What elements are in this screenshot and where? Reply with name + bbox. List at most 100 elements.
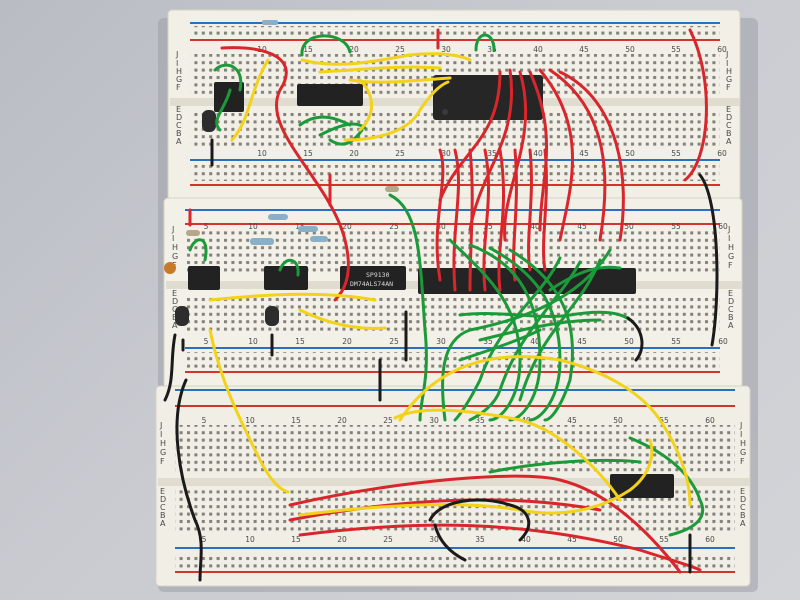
breadboard-labels: JIHGFEDCBAJIHGFEDCBA10101515202025253030… <box>159 45 746 544</box>
row-letter-right: D <box>740 495 746 504</box>
chip-top-large <box>433 75 543 120</box>
row-letter-left: E <box>160 487 165 496</box>
ceramic-capacitor <box>164 262 176 274</box>
column-number: 10 <box>248 222 258 231</box>
column-number: 25 <box>395 149 405 158</box>
row-letter-right: F <box>728 261 733 270</box>
row-letter-right: D <box>726 113 732 122</box>
column-number: 45 <box>579 149 589 158</box>
column-number: 40 <box>533 149 543 158</box>
column-number: 15 <box>303 45 313 54</box>
column-number: 45 <box>579 45 589 54</box>
row-letter-right: A <box>728 321 734 330</box>
column-number: 40 <box>533 45 543 54</box>
row-letter-left: G <box>160 448 166 457</box>
row-letter-left: J <box>159 421 162 430</box>
chip-mid-left-b <box>264 266 308 290</box>
row-letter-right: A <box>740 519 746 528</box>
row-letter-left: F <box>176 83 181 92</box>
column-number: 20 <box>342 222 352 231</box>
column-number: 45 <box>577 222 587 231</box>
column-number: 35 <box>483 222 493 231</box>
column-number: 25 <box>395 45 405 54</box>
column-number: 25 <box>389 337 399 346</box>
row-letter-left: F <box>160 457 165 466</box>
row-letter-right: F <box>726 83 731 92</box>
column-number: 20 <box>337 416 347 425</box>
row-letter-right: C <box>726 121 732 130</box>
row-letter-left: D <box>160 495 166 504</box>
column-number: 55 <box>671 149 681 158</box>
column-number: 55 <box>671 45 681 54</box>
row-letter-left: E <box>172 289 177 298</box>
column-number: 40 <box>530 337 540 346</box>
wires-yellow <box>208 52 692 517</box>
column-number: 15 <box>295 337 305 346</box>
resistors <box>186 20 399 245</box>
column-number: 15 <box>291 416 301 425</box>
column-number: 50 <box>624 337 634 346</box>
row-letter-right: E <box>740 487 745 496</box>
column-number: 60 <box>705 535 715 544</box>
row-letter-left: D <box>172 297 178 306</box>
row-letter-left: E <box>176 105 181 114</box>
electrolytic-capacitor <box>202 110 216 132</box>
column-number: 55 <box>659 416 669 425</box>
row-letter-left: C <box>172 305 178 314</box>
column-number: 40 <box>521 535 531 544</box>
chip-marking-line1: SP9130 <box>366 271 390 279</box>
column-number: 45 <box>567 416 577 425</box>
row-letter-right: H <box>726 67 732 76</box>
row-letter-right: C <box>728 305 734 314</box>
column-number: 30 <box>441 149 451 158</box>
row-letter-left: I <box>160 430 162 439</box>
row-letter-right: J <box>725 50 728 59</box>
column-number: 50 <box>613 535 623 544</box>
row-letter-right: E <box>728 289 733 298</box>
row-letter-right: B <box>740 511 746 520</box>
row-letter-right: H <box>740 439 746 448</box>
row-letter-left: H <box>176 67 182 76</box>
chip-mid-left-a <box>188 266 220 290</box>
row-letter-left: D <box>176 113 182 122</box>
column-number: 5 <box>202 535 207 544</box>
row-letter-right: E <box>726 105 731 114</box>
column-number: 50 <box>625 45 635 54</box>
column-number: 15 <box>291 535 301 544</box>
wires-black <box>163 138 719 582</box>
column-number: 5 <box>204 222 209 231</box>
column-number: 30 <box>441 45 451 54</box>
row-letter-right: F <box>740 457 745 466</box>
column-number: 30 <box>436 222 446 231</box>
row-letter-left: G <box>172 252 178 261</box>
row-letter-right: B <box>728 313 734 322</box>
chip-mid-long <box>418 268 636 294</box>
row-letter-left: G <box>176 75 182 84</box>
column-number: 10 <box>245 535 255 544</box>
column-number: 25 <box>389 222 399 231</box>
column-number: 40 <box>530 222 540 231</box>
column-number: 45 <box>577 337 587 346</box>
electrolytic-capacitor <box>265 306 279 326</box>
row-letter-left: B <box>172 313 178 322</box>
electrolytic-capacitor <box>175 306 189 326</box>
column-number: 30 <box>436 337 446 346</box>
column-number: 35 <box>475 535 485 544</box>
chip-top-small <box>297 84 363 106</box>
column-number: 35 <box>483 337 493 346</box>
row-letter-right: I <box>740 430 742 439</box>
row-letter-right: D <box>728 297 734 306</box>
column-number: 15 <box>303 149 313 158</box>
column-number: 55 <box>659 535 669 544</box>
column-number: 35 <box>487 149 497 158</box>
row-letter-left: J <box>175 50 178 59</box>
chip-marking-line2: DM74ALS74AN <box>350 280 393 288</box>
column-number: 50 <box>613 416 623 425</box>
column-number: 20 <box>342 337 352 346</box>
column-number: 60 <box>718 222 728 231</box>
column-number: 30 <box>429 535 439 544</box>
column-number: 20 <box>349 45 359 54</box>
row-letter-right: I <box>728 234 730 243</box>
column-number: 60 <box>717 45 727 54</box>
